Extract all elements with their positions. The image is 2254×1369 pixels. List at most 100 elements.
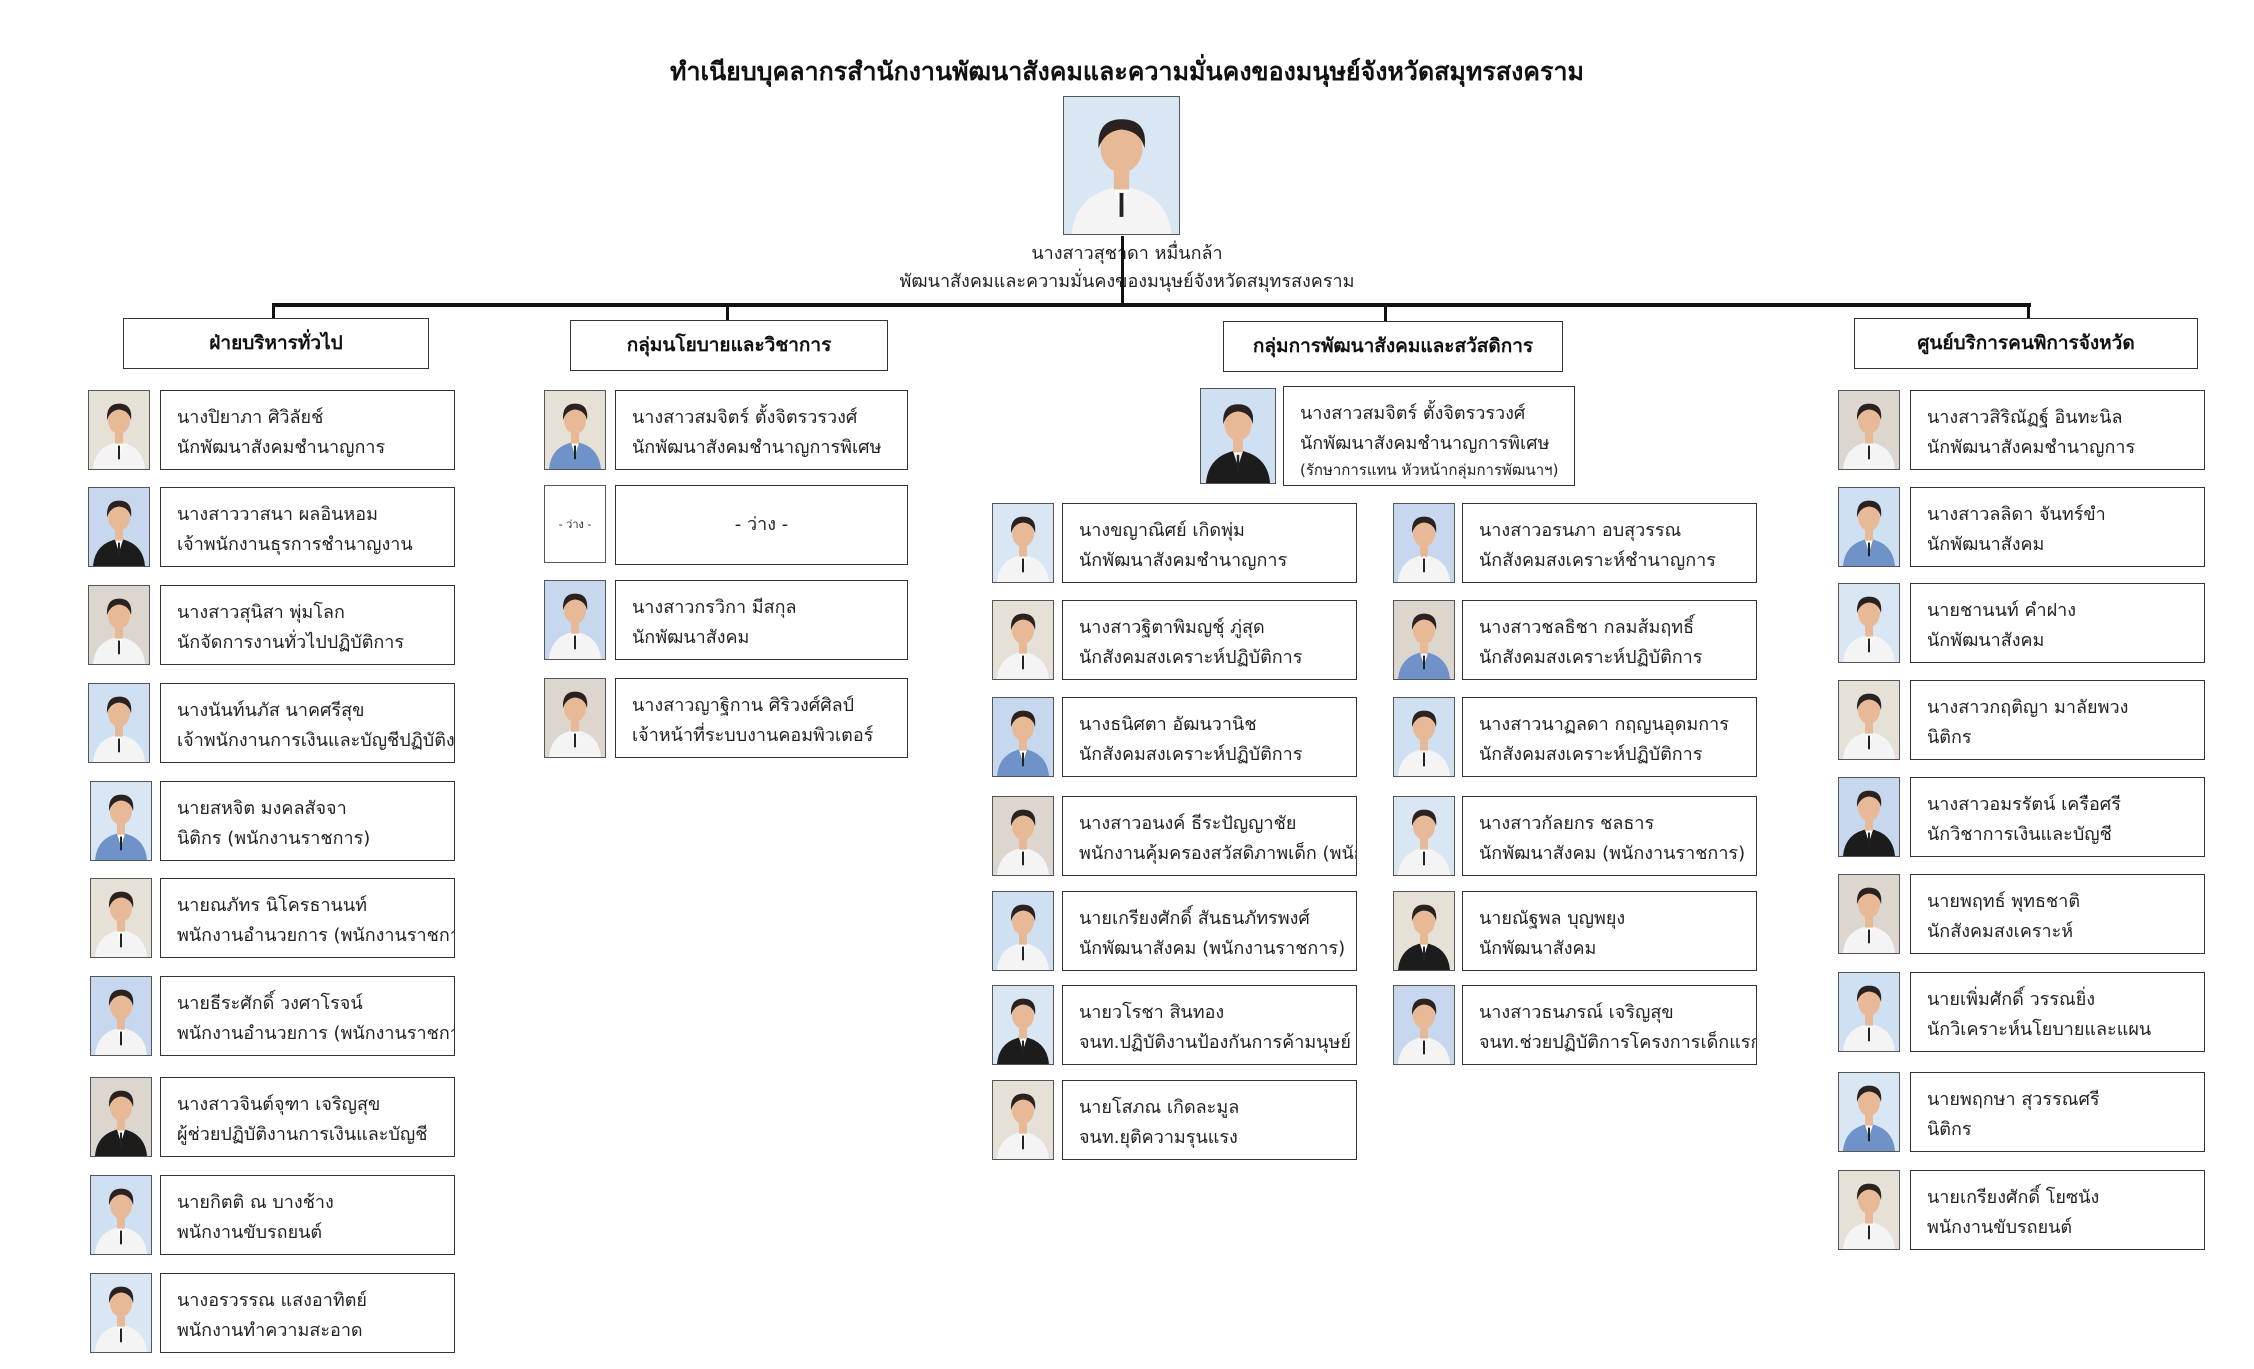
staff-position: นักสังคมสงเคราะห์ปฏิบัติการ: [1479, 647, 1703, 668]
staff-card: นางสาวกัลยกร ชลธารนักพัฒนาสังคม (พนักงาน…: [1462, 796, 1757, 876]
staff-card: นางสาวอนงค์ ธีระปัญญาชัยพนักงานคุ้มครองส…: [1062, 796, 1357, 876]
staff-card: นางสาวลลิดา จันทร์ขำนักพัฒนาสังคม: [1910, 487, 2205, 567]
staff-position: จนท.ช่วยปฏิบัติการโครงการเด็กแรกเกิด: [1479, 1032, 1756, 1053]
staff-name: นางสาวญาฐิกาน ศิริวงศ์ศิลป์: [632, 695, 855, 716]
staff-name: นายพฤทธ์ พุทธชาติ: [1927, 891, 2081, 912]
portrait-photo: [544, 678, 606, 758]
staff-name: นางสาวฐิตาพิมญชุ์ ภู่สุด: [1079, 617, 1265, 638]
staff-name: นางสาวกฤติญา มาลัยพวง: [1927, 697, 2129, 718]
staff-position: พนักงานทำความสะอาด: [177, 1320, 363, 1341]
portrait-photo: [1393, 697, 1455, 777]
staff-card: นางสาวสุนิสา พุ่มโลกนักจัดการงานทั่วไปปฏ…: [160, 585, 455, 665]
staff-name: นางอรวรรณ แสงอาทิตย์: [177, 1290, 367, 1311]
staff-name: นางสาวกัลยกร ชลธาร: [1479, 813, 1655, 834]
staff-card: นางนันท์นภัส นาคศรีสุขเจ้าพนักงานการเงิน…: [160, 683, 455, 763]
staff-card: นางสาวชลธิชา กลมส้มฤทธิ์นักสังคมสงเคราะห…: [1462, 600, 1757, 680]
staff-card: นางสาวสิริณัฏฐ์ อินทะนิลนักพัฒนาสังคมชำน…: [1910, 390, 2205, 470]
portrait-photo: [992, 1080, 1054, 1160]
portrait-photo: [544, 580, 606, 660]
staff-name: นางสาวกรวิกา มีสกุล: [632, 597, 797, 618]
staff-position: เจ้าหน้าที่ระบบงานคอมพิวเตอร์: [632, 725, 874, 746]
staff-position: นักพัฒนาสังคม: [1479, 938, 1597, 959]
staff-position: นักสังคมสงเคราะห์ปฏิบัติการ: [1079, 647, 1303, 668]
staff-position: นิติกร: [1927, 727, 1972, 748]
connector-horizontal: [273, 303, 2031, 307]
staff-name: นางสาวสุนิสา พุ่มโลก: [177, 602, 345, 623]
staff-name: นายเพิ่มศักดิ์ วรรณยิ่ง: [1927, 989, 2096, 1010]
portrait-photo: [1393, 985, 1455, 1065]
staff-position: นักพัฒนาสังคม (พนักงานราชการ): [1479, 843, 1746, 864]
connector-branch-3: [1384, 303, 1387, 321]
staff-position: เจ้าพนักงานธุรการชำนาญงาน: [177, 534, 413, 555]
portrait-photo: [90, 1175, 152, 1255]
staff-card: นางสาวกฤติญา มาลัยพวงนิติกร: [1910, 680, 2205, 760]
staff-card: นางสาวนาฏลดา กฤญนอุดมการนักสังคมสงเคราะห…: [1462, 697, 1757, 777]
staff-position: นักสังคมสงเคราะห์ปฏิบัติการ: [1479, 744, 1703, 765]
portrait-photo: [1393, 796, 1455, 876]
staff-position: นักสังคมสงเคราะห์ชำนาญการ: [1479, 550, 1716, 571]
connector-branch-1: [272, 303, 275, 321]
staff-position: นักสังคมสงเคราะห์: [1927, 921, 2074, 942]
connector-branch-4: [2027, 303, 2030, 321]
staff-position: นักจัดการงานทั่วไปปฏิบัติการ: [177, 632, 405, 653]
staff-name: นายกิตติ ณ บางช้าง: [177, 1192, 334, 1213]
connector-leader: [1121, 236, 1124, 306]
chart-title: ทำเนียบบุคลากรสำนักงานพัฒนาสังคมและความม…: [670, 57, 1584, 86]
staff-name: นางปิยาภา ศิวิลัยช์: [177, 407, 324, 428]
vacant-photo-placeholder: - ว่าง -: [544, 485, 606, 563]
staff-card: นางสาวอรนภา อบสุวรรณนักสังคมสงเคราะห์ชำน…: [1462, 503, 1757, 583]
connector-branch-2: [726, 303, 729, 321]
staff-card: นายสหจิต มงคลสัจจานิติกร (พนักงานราชการ): [160, 781, 455, 861]
portrait-photo: [88, 390, 150, 470]
portrait-photo: [992, 891, 1054, 971]
staff-position: เจ้าพนักงานการเงินและบัญชีปฏิบัติงาน: [177, 730, 455, 751]
staff-name: นางสาวสิริณัฏฐ์ อินทะนิล: [1927, 407, 2123, 428]
staff-position: ผู้ช่วยปฏิบัติงานการเงินและบัญชี: [177, 1124, 428, 1145]
portrait-photo: [1063, 96, 1180, 235]
staff-card: นางสาววาสนา ผลอินหอมเจ้าพนักงานธุรการชำน…: [160, 487, 455, 567]
staff-name: นางสาวชลธิชา กลมส้มฤทธิ์: [1479, 617, 1695, 638]
staff-position: นิติกร (พนักงานราชการ): [177, 828, 371, 849]
staff-card: นางอรวรรณ แสงอาทิตย์พนักงานทำความสะอาด: [160, 1273, 455, 1353]
staff-name: นางสาวจินต์จุฑา เจริญสุข: [177, 1094, 381, 1115]
staff-position: พนักงานอำนวยการ (พนักงานราชการ): [177, 1023, 455, 1044]
staff-card: นางขญาณิศย์ เกิดพุ่มนักพัฒนาสังคมชำนาญกา…: [1062, 503, 1357, 583]
staff-name: นายโสภณ เกิดละมูล: [1079, 1097, 1240, 1118]
staff-name: นายธีระศักดิ์ วงศาโรจน์: [177, 993, 363, 1014]
department-heading: ศูนย์บริการคนพิการจังหวัด: [1854, 318, 2198, 369]
staff-name: นายชานนท์ คำฝาง: [1927, 600, 2077, 621]
portrait-photo: [992, 697, 1054, 777]
staff-name: นายเกรียงศักดิ์ สันธนภัทรพงศ์: [1079, 908, 1310, 929]
staff-card: นายณภัทร นิโครธานนท์พนักงานอำนวยการ (พนั…: [160, 878, 455, 958]
portrait-photo: [88, 683, 150, 763]
staff-position: นักสังคมสงเคราะห์ปฏิบัติการ: [1079, 744, 1303, 765]
staff-position: นักพัฒนาสังคมชำนาญการ: [1927, 437, 2136, 458]
staff-note: (รักษาการแทน หัวหน้ากลุ่มการพัฒนาฯ): [1300, 461, 1559, 479]
staff-card: นายธีระศักดิ์ วงศาโรจน์พนักงานอำนวยการ (…: [160, 976, 455, 1056]
portrait-photo: [90, 976, 152, 1056]
staff-card: นายเกรียงศักดิ์ สันธนภัทรพงศ์นักพัฒนาสัง…: [1062, 891, 1357, 971]
staff-card: นางสาวญาฐิกาน ศิริวงศ์ศิลป์เจ้าหน้าที่ระ…: [615, 678, 908, 758]
portrait-photo: [88, 487, 150, 567]
vacant-card: - ว่าง -: [615, 485, 908, 565]
staff-name: นางสาวลลิดา จันทร์ขำ: [1927, 504, 2106, 525]
portrait-photo: [90, 781, 152, 861]
staff-name: นางสาวสมจิตร์ ตั้งจิตรวรวงศ์: [632, 407, 858, 428]
leader-position: พัฒนาสังคมและความมั่นคงของมนุษย์จังหวัดส…: [899, 271, 1355, 292]
staff-name: นายเกรียงศักดิ์ โยซนัง: [1927, 1187, 2100, 1208]
staff-position: นักวิเคราะห์นโยบายและแผน: [1927, 1019, 2152, 1040]
staff-card: นางธนิศตา อัฒนวานิชนักสังคมสงเคราะห์ปฏิบ…: [1062, 697, 1357, 777]
staff-position: พนักงานขับรถยนต์: [1927, 1217, 2073, 1238]
staff-position: นักพัฒนาสังคม: [1927, 630, 2045, 651]
portrait-photo: [1838, 390, 1900, 470]
staff-position: นักวิชาการเงินและบัญชี: [1927, 824, 2112, 845]
portrait-photo: [90, 1273, 152, 1353]
staff-card: นายกิตติ ณ บางช้างพนักงานขับรถยนต์: [160, 1175, 455, 1255]
staff-name: นายสหจิต มงคลสัจจา: [177, 798, 347, 819]
staff-name: นางสาวอนงค์ ธีระปัญญาชัย: [1079, 813, 1297, 834]
portrait-photo: [1838, 777, 1900, 857]
staff-card: นายพฤทธ์ พุทธชาตินักสังคมสงเคราะห์: [1910, 874, 2205, 954]
staff-position: นิติกร: [1927, 1119, 1972, 1140]
portrait-photo: [992, 796, 1054, 876]
